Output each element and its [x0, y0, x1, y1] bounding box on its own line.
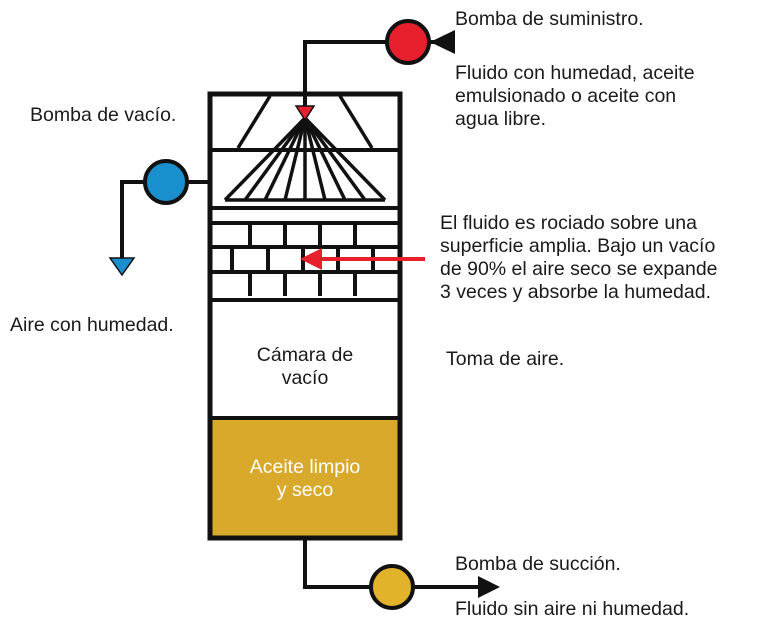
humid-air-label: Aire con humedad. [10, 314, 174, 336]
spray-nozzle-fan [223, 95, 387, 202]
supply-pump-icon [385, 19, 431, 65]
nozzle-icon [294, 105, 316, 122]
packing-media [210, 221, 400, 296]
supply-fluid-label: Fluido con humedad, aceite emulsionado o… [455, 62, 695, 130]
humid-air-outlet-icon [108, 257, 136, 277]
clean-oil-label: Aceite limpio y seco [249, 456, 361, 501]
inlet-arrow-icon [430, 30, 455, 54]
air-flow-arrow-icon [300, 248, 322, 270]
vacuum-pump-label: Bomba de vacío. [30, 104, 177, 126]
supply-pipe [303, 40, 455, 108]
suction-pipe [303, 538, 480, 589]
output-fluid-label: Fluido sin aire ni humedad. [455, 598, 690, 620]
clean-oil-reservoir [210, 418, 400, 538]
suction-pump-label: Bomba de succión. [455, 553, 621, 575]
vacuum-pump-icon [143, 159, 189, 205]
air-intake-label: Toma de aire. [446, 348, 565, 370]
spray-description-label: El fluido es rociado sobre una superfici… [440, 212, 718, 303]
supply-pump-label: Bomba de suministro. [455, 8, 644, 30]
suction-pump-icon [369, 564, 415, 610]
outlet-arrow-icon [478, 576, 500, 598]
vacuum-chamber-label: Cámara de vacío [256, 344, 354, 389]
